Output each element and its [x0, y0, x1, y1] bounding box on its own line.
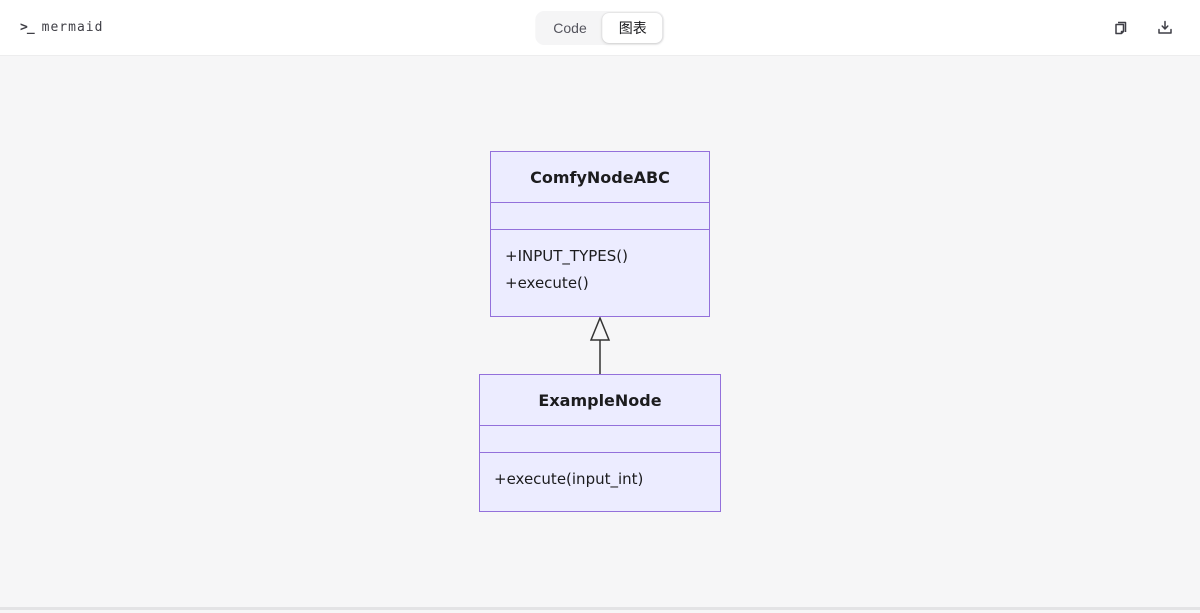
inheritance-arrow: [589, 317, 611, 375]
class-attributes: [480, 426, 720, 453]
class-method: +execute(input_int): [494, 470, 644, 488]
terminal-icon: >_: [20, 20, 35, 35]
class-title: ComfyNodeABC: [491, 152, 709, 203]
tab-code[interactable]: Code: [537, 13, 602, 43]
copy-button[interactable]: [1106, 13, 1136, 43]
class-method: +INPUT_TYPES(): [505, 247, 628, 265]
brand: >_ mermaid: [20, 20, 103, 35]
bottom-edge: [0, 607, 1200, 610]
class-node-comfynodeabc: ComfyNodeABC +INPUT_TYPES() +execute(): [490, 151, 710, 317]
topbar: >_ mermaid Code 图表: [0, 0, 1200, 56]
topbar-actions: [1106, 13, 1180, 43]
class-method: +execute(): [505, 274, 589, 292]
brand-label: mermaid: [41, 20, 104, 35]
copy-icon: [1112, 19, 1130, 37]
class-methods: +INPUT_TYPES() +execute(): [491, 230, 709, 310]
class-title: ExampleNode: [480, 375, 720, 426]
download-button[interactable]: [1150, 13, 1180, 43]
tab-diagram[interactable]: 图表: [602, 12, 663, 43]
diagram-canvas: ComfyNodeABC +INPUT_TYPES() +execute() E…: [0, 56, 1200, 610]
view-toggle: Code 图表: [535, 10, 665, 45]
class-attributes: [491, 203, 709, 230]
class-methods: +execute(input_int): [480, 453, 720, 506]
class-node-examplenode: ExampleNode +execute(input_int): [479, 374, 721, 512]
download-icon: [1156, 19, 1174, 37]
